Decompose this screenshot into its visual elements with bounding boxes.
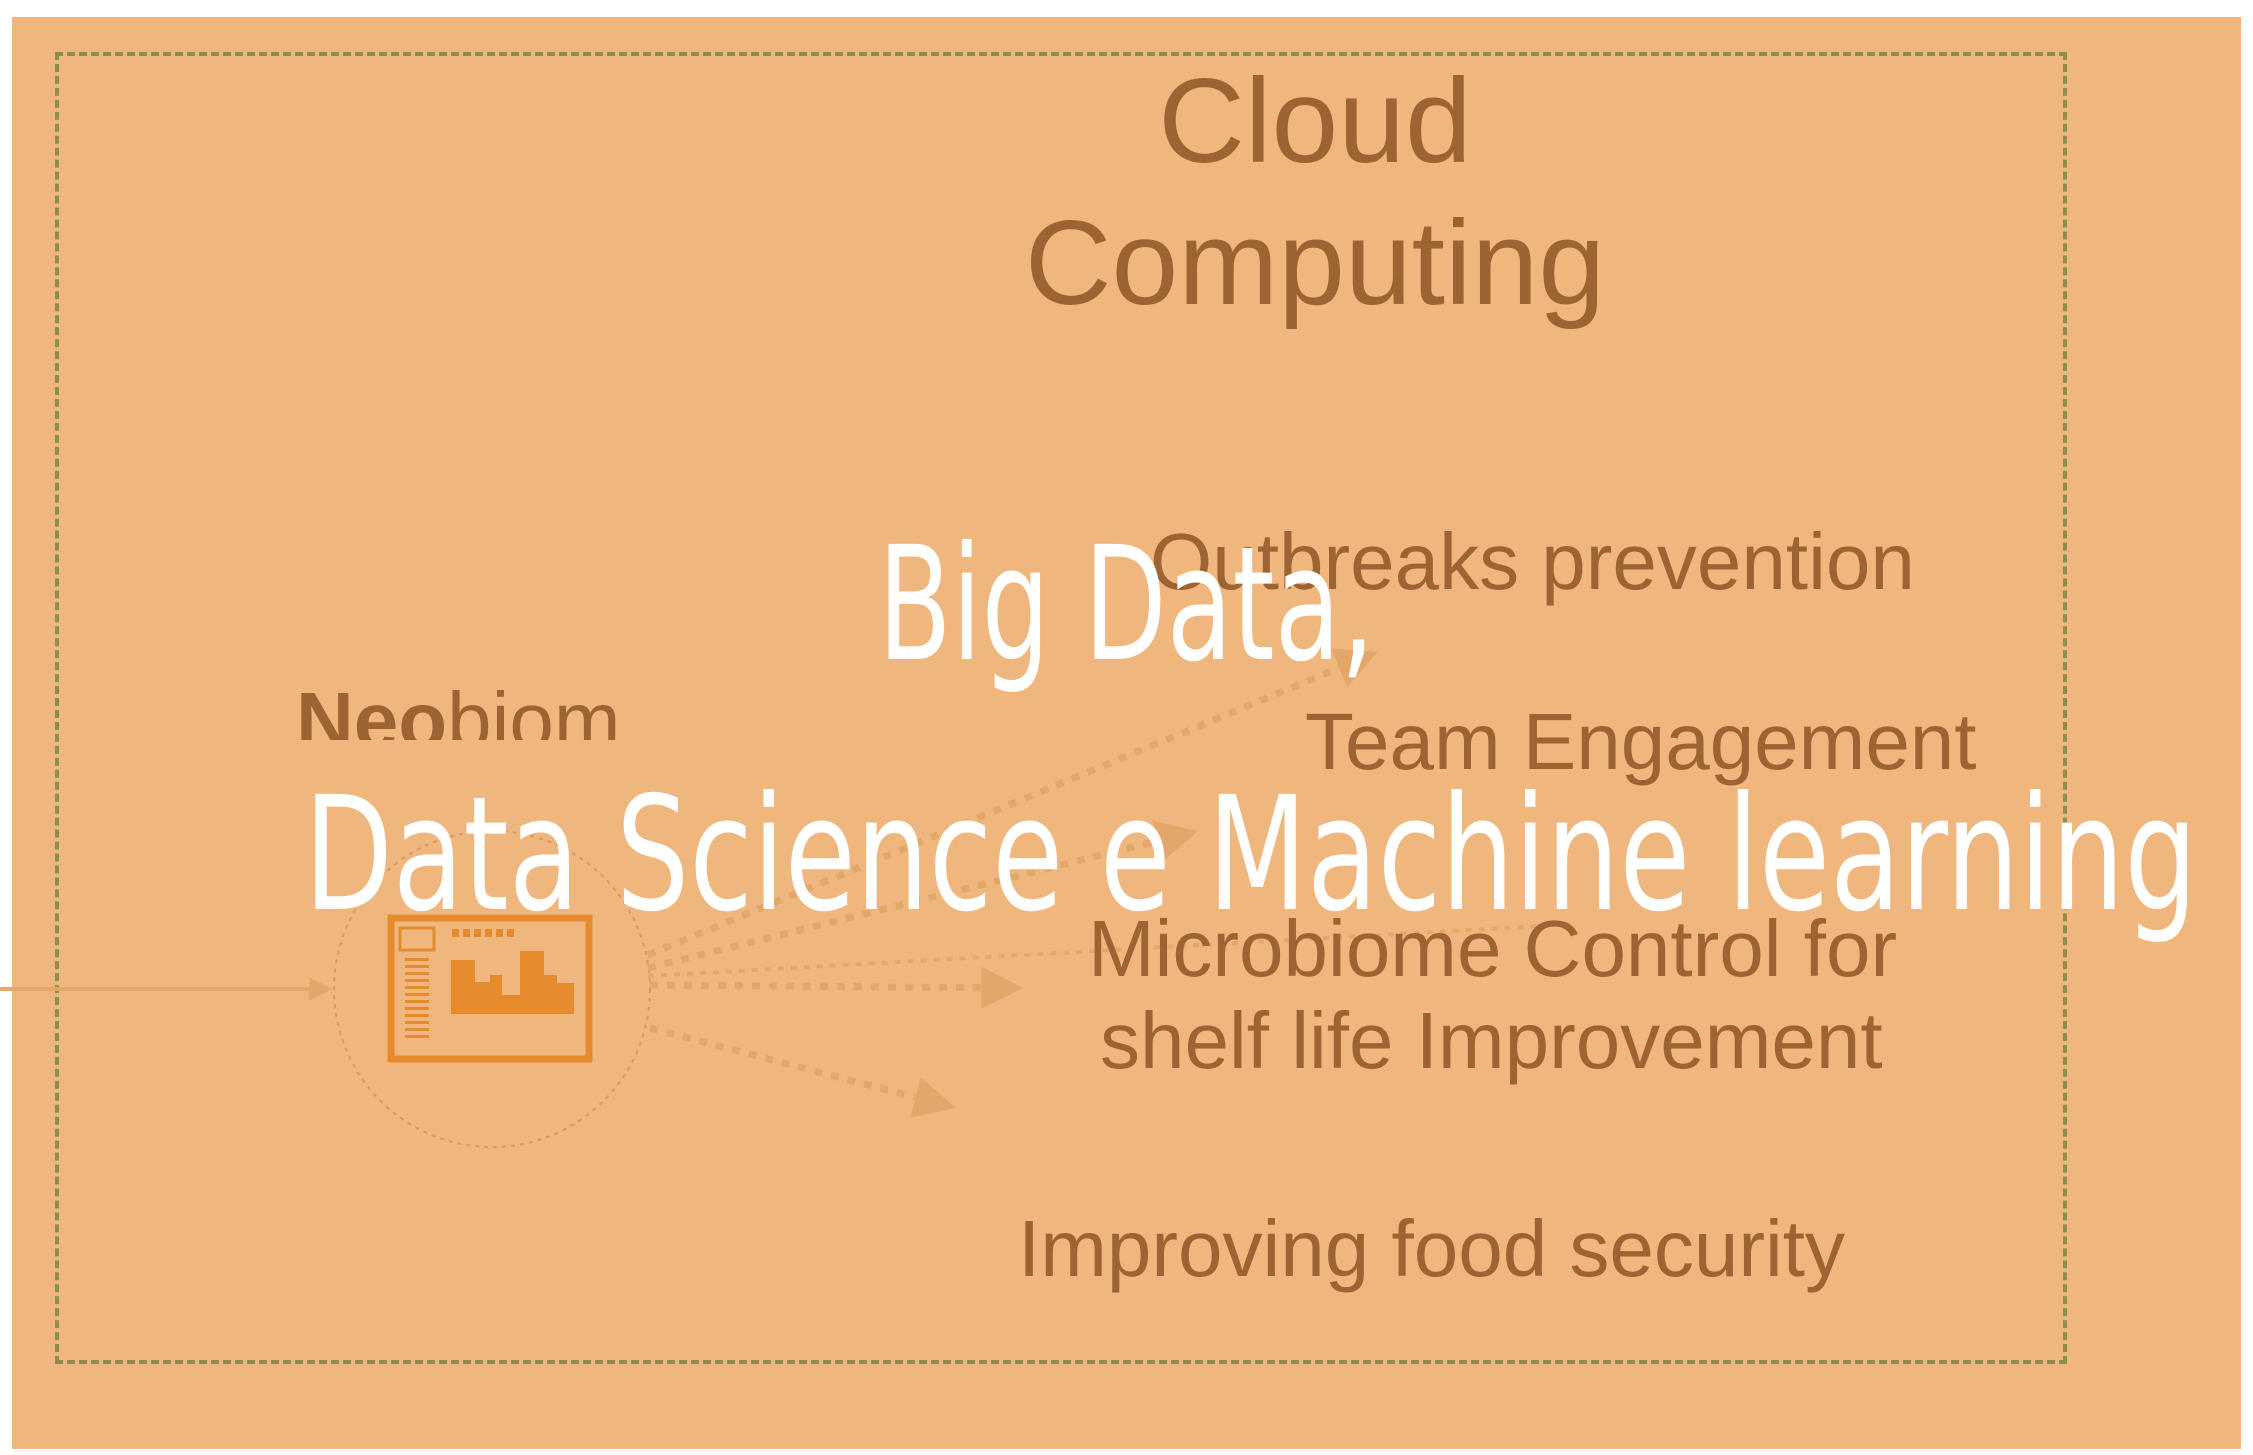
cloud-title-line1: Cloud	[1158, 54, 1472, 188]
outcome-team-engagement: Team Engagement	[1305, 697, 1977, 786]
arrow-microbiome	[649, 966, 1024, 1009]
background-panel	[12, 17, 2241, 1449]
arrow-outbreaks	[646, 648, 1378, 959]
dashboard-chart-icon	[387, 914, 593, 1063]
arrow-security	[649, 1024, 957, 1118]
cloud-boundary	[55, 52, 2067, 1364]
overlay-title-line2: Data Science e Machine learning	[304, 763, 2198, 947]
cloud-title-line2: Computing	[1024, 196, 1606, 330]
logo-bold: Neo	[296, 676, 448, 740]
line-to-microbiome	[647, 924, 1541, 978]
overlay-title-line1: Big Data,	[878, 513, 1375, 697]
outcome-microbiome-control: Microbiome Control for	[1088, 904, 1898, 993]
outcome-shelf-life: shelf life Improvement	[1100, 996, 1883, 1085]
neobiom-logo: Neobiom	[296, 676, 621, 740]
cloud-computing-title: Cloud Computing	[815, 50, 1815, 334]
arrow-team	[647, 820, 1199, 972]
outcome-food-security: Improving food security	[1018, 1204, 1846, 1293]
hub-circle	[333, 830, 651, 1148]
outcome-outbreaks: Outbreaks prevention	[1150, 517, 1915, 606]
logo-rest: biom	[447, 676, 621, 740]
